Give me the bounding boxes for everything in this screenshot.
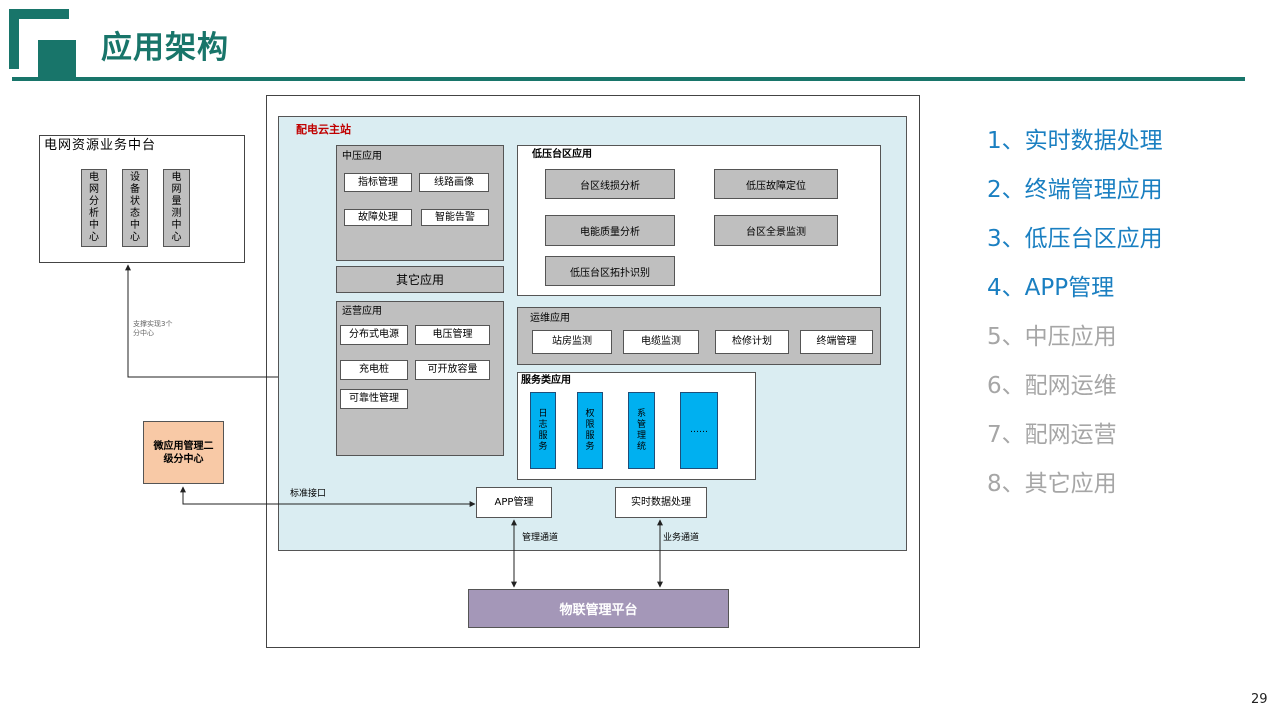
grid-center-column: 电网量测中心	[163, 169, 190, 247]
topic-item: 4、APP管理	[987, 275, 1115, 301]
lv-app-item: 台区全景监测	[714, 215, 838, 246]
service-app-column: 系管理统	[628, 392, 655, 469]
service-app-column: 权限服务	[577, 392, 603, 469]
service-apps-title: 服务类应用	[521, 375, 571, 386]
topic-item: 7、配网运营	[987, 422, 1117, 448]
maint-app-item: 电缆监测	[623, 330, 699, 354]
ops-app-item: 分布式电源	[340, 325, 408, 345]
grid-center-column: 设备状态中心	[122, 169, 148, 247]
micro-app-center-box: 微应用管理二级分中心	[143, 421, 224, 484]
other-apps-box: 其它应用	[336, 266, 504, 293]
page-number: 29	[1251, 692, 1268, 707]
service-app-column: 日志服务	[530, 392, 556, 469]
ops-app-item: 电压管理	[415, 325, 490, 345]
mv-apps-title: 中压应用	[342, 151, 382, 162]
topic-item: 6、配网运维	[987, 373, 1117, 399]
maint-app-item: 站房监测	[532, 330, 612, 354]
service-app-column: ……	[680, 392, 718, 469]
service-app-label: 权限服务	[585, 408, 595, 452]
mv-app-item: 故障处理	[344, 209, 412, 226]
lv-app-item: 台区线损分析	[545, 169, 675, 199]
lv-app-item: 电能质量分析	[545, 215, 675, 246]
mv-app-item: 智能告警	[421, 209, 489, 226]
app-mgmt-box: APP管理	[476, 487, 552, 518]
grid-center-label: 电网分析中心	[89, 172, 99, 243]
grid-center-label: 设备状态中心	[130, 172, 140, 243]
grid-platform-title: 电网资源业务中台	[44, 138, 157, 153]
grid-center-column: 电网分析中心	[81, 169, 107, 247]
topic-item: 5、中压应用	[987, 324, 1117, 350]
service-app-label: ……	[690, 425, 708, 435]
lv-app-item: 低压台区拓扑识别	[545, 256, 675, 286]
ops-apps-title: 运营应用	[342, 306, 382, 317]
mv-app-item: 线路画像	[419, 173, 489, 192]
mv-apps-group	[336, 145, 504, 261]
maint-app-item: 终端管理	[800, 330, 873, 354]
support-connector	[125, 264, 278, 378]
support-note: 支撑实现3个分中心	[133, 320, 173, 337]
mv-app-item: 指标管理	[344, 173, 412, 192]
iot-platform-box: 物联管理平台	[468, 589, 729, 628]
service-app-label: 系管理统	[636, 408, 646, 452]
topic-item: 2、终端管理应用	[987, 177, 1163, 203]
topic-item: 1、实时数据处理	[987, 128, 1163, 154]
page-title: 应用架构	[101, 30, 229, 66]
lv-app-item: 低压故障定位	[714, 169, 838, 199]
service-app-label: 日志服务	[538, 408, 548, 452]
topic-item: 8、其它应用	[987, 471, 1117, 497]
biz-channel-label: 业务通道	[663, 533, 700, 543]
ops-app-item: 充电桩	[340, 360, 408, 380]
lv-apps-title: 低压台区应用	[532, 149, 592, 160]
ops-app-item: 可开放容量	[415, 360, 490, 380]
ops-app-item: 可靠性管理	[340, 389, 408, 409]
topic-item: 3、低压台区应用	[987, 226, 1163, 252]
main-station-title: 配电云主站	[296, 123, 351, 136]
std-interface-connector	[180, 486, 476, 507]
maint-app-item: 检修计划	[715, 330, 789, 354]
title-divider	[12, 77, 1245, 81]
realtime-proc-box: 实时数据处理	[615, 487, 707, 518]
logo-mark-square	[38, 40, 76, 78]
grid-center-label: 电网量测中心	[171, 172, 182, 243]
maint-apps-title: 运维应用	[530, 313, 570, 324]
mgmt-channel-label: 管理通道	[522, 533, 559, 543]
